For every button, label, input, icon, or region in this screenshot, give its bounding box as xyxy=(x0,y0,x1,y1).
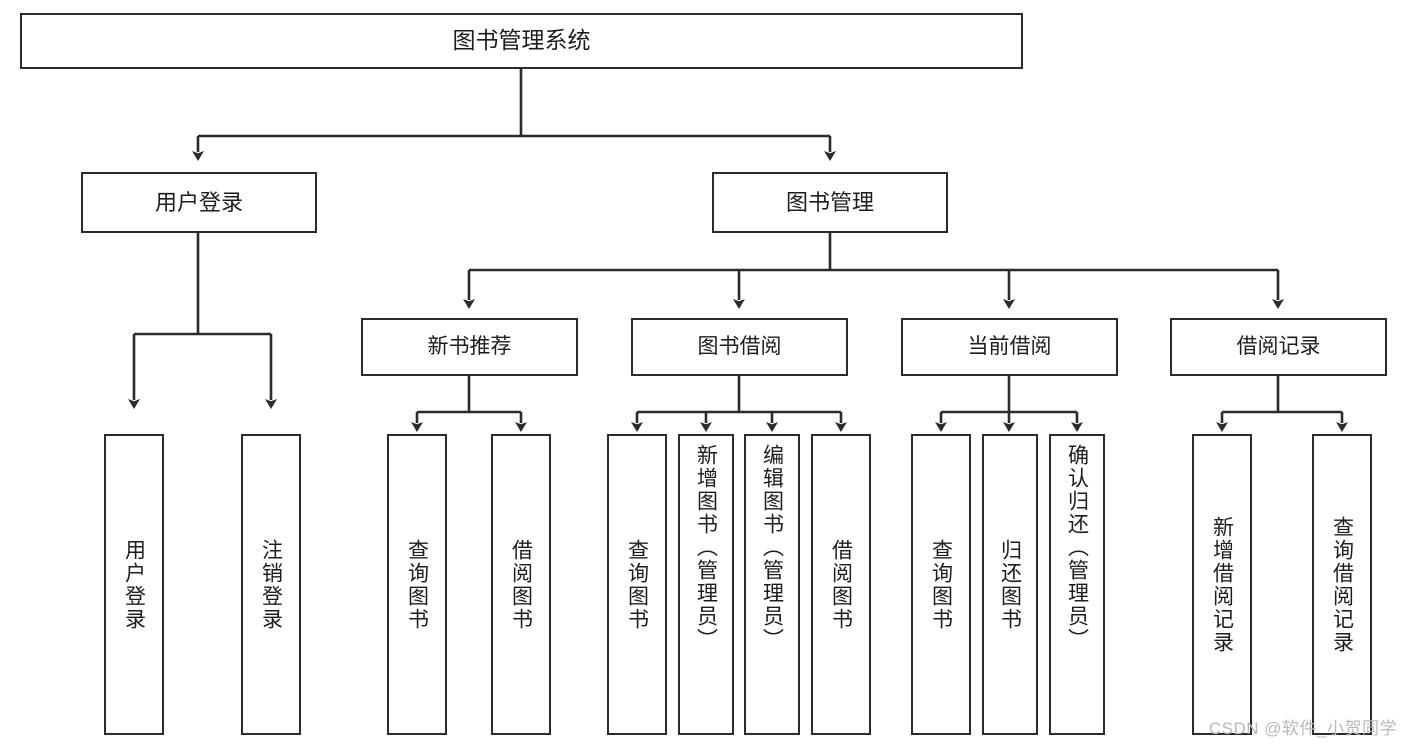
watermark-credit: CSDN @软件_小贺同学 xyxy=(1208,719,1397,738)
node-label: 查询图书 xyxy=(625,538,649,631)
node-label: 查询图书 xyxy=(929,538,953,631)
leaf-return-book[interactable]: 归还图书 xyxy=(982,434,1038,735)
leaf-query-borrow-record[interactable]: 查询借阅记录 xyxy=(1312,434,1372,735)
node-label: 新增借阅记录 xyxy=(1210,515,1234,654)
node-label: 图书管理系统 xyxy=(452,27,591,54)
node-root-book-management-system[interactable]: 图书管理系统 xyxy=(20,13,1023,69)
node-label: 新书推荐 xyxy=(427,334,512,358)
node-new-book-recommend[interactable]: 新书推荐 xyxy=(361,318,578,376)
node-label: 编辑图书（管理员） xyxy=(760,444,784,651)
leaf-query-book-recommend[interactable]: 查询图书 xyxy=(387,434,447,735)
node-label: 新增图书（管理员） xyxy=(694,444,718,651)
leaf-user-login[interactable]: 用户登录 xyxy=(104,434,164,735)
leaf-query-book-current[interactable]: 查询图书 xyxy=(911,434,971,735)
node-label: 归还图书 xyxy=(998,538,1022,631)
node-label: 查询借阅记录 xyxy=(1330,515,1354,654)
node-current-borrow[interactable]: 当前借阅 xyxy=(901,318,1118,376)
node-label: 借阅图书 xyxy=(509,538,533,631)
leaf-logout-login[interactable]: 注销登录 xyxy=(241,434,301,735)
node-label: 借阅图书 xyxy=(829,538,853,631)
leaf-query-book-borrow[interactable]: 查询图书 xyxy=(607,434,667,735)
node-label: 确认归还（管理员） xyxy=(1065,444,1089,651)
leaf-confirm-return-admin[interactable]: 确认归还（管理员） xyxy=(1049,434,1105,735)
node-book-borrow[interactable]: 图书借阅 xyxy=(631,318,848,376)
node-book-management[interactable]: 图书管理 xyxy=(712,172,948,233)
leaf-borrow-book-recommend[interactable]: 借阅图书 xyxy=(491,434,551,735)
node-label: 用户登录 xyxy=(154,189,243,215)
node-label: 借阅记录 xyxy=(1236,334,1321,358)
leaf-add-borrow-record[interactable]: 新增借阅记录 xyxy=(1192,434,1252,735)
leaf-add-book-admin[interactable]: 新增图书（管理员） xyxy=(678,434,734,735)
node-label: 注销登录 xyxy=(259,538,283,631)
leaf-borrow-book[interactable]: 借阅图书 xyxy=(811,434,871,735)
node-user-login[interactable]: 用户登录 xyxy=(81,172,317,233)
node-label: 图书管理 xyxy=(785,189,874,215)
node-label: 查询图书 xyxy=(405,538,429,631)
node-label: 用户登录 xyxy=(122,538,146,631)
node-borrow-record[interactable]: 借阅记录 xyxy=(1170,318,1387,376)
node-label: 图书借阅 xyxy=(697,334,782,358)
leaf-edit-book-admin[interactable]: 编辑图书（管理员） xyxy=(744,434,800,735)
node-label: 当前借阅 xyxy=(967,334,1052,358)
